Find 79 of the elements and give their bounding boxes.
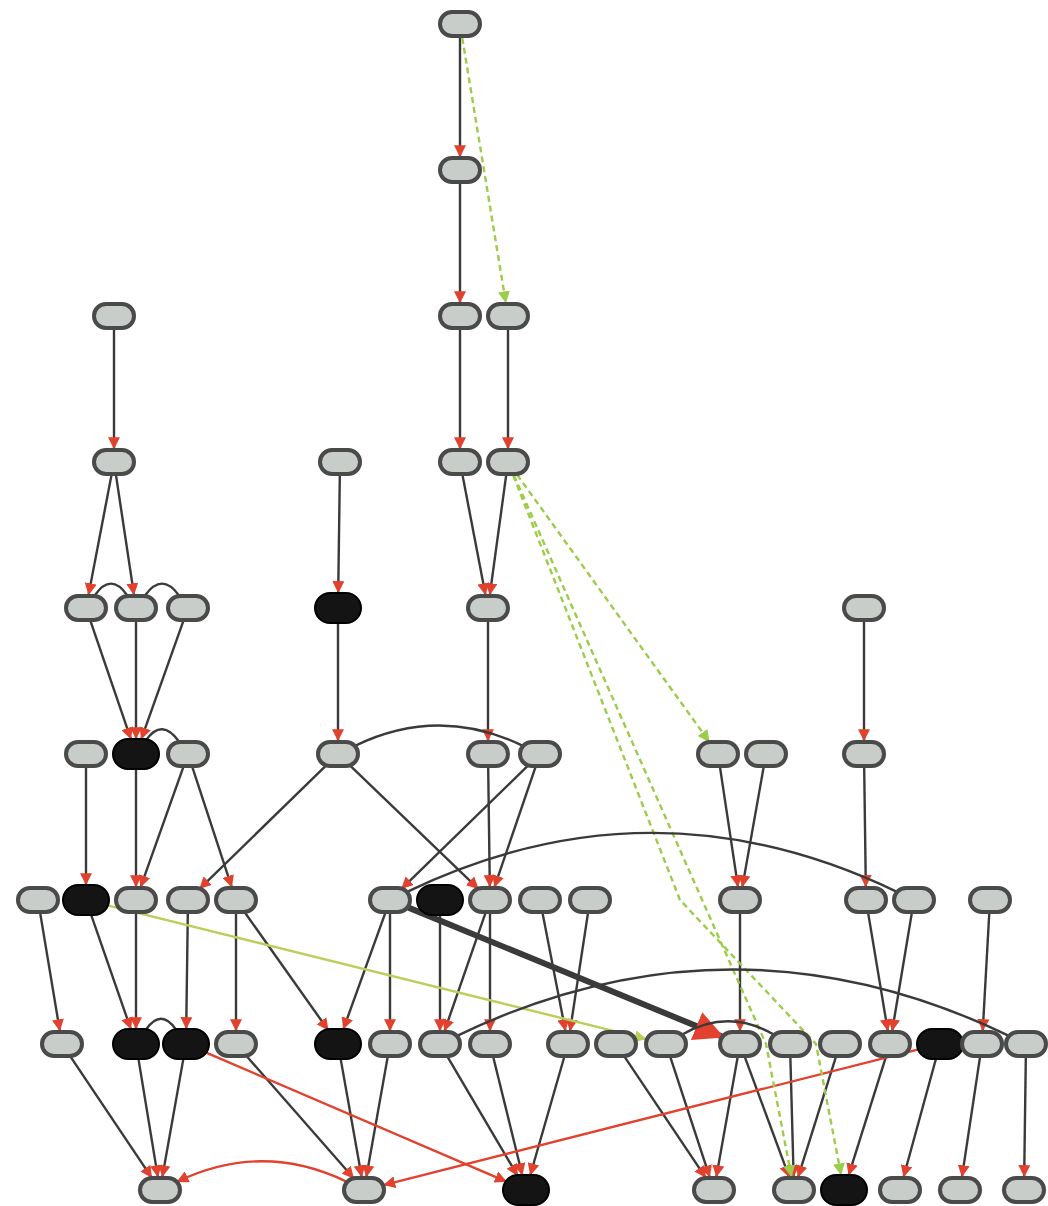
- arrow: [483, 768, 496, 888]
- arrow: [139, 621, 185, 740]
- arrow: [623, 1056, 707, 1179]
- arrow: [332, 624, 344, 742]
- arrow: [332, 476, 345, 594]
- arrow: [541, 913, 570, 1032]
- arrow: [130, 622, 142, 740]
- arrow: [485, 475, 508, 596]
- arrow: [527, 1057, 566, 1176]
- arrow: [205, 1051, 507, 1183]
- arrow: [191, 767, 234, 888]
- arrow: [383, 1048, 918, 1188]
- arrow: [795, 1057, 837, 1178]
- arrow: [492, 767, 537, 888]
- arrow: [341, 913, 387, 1030]
- arrow: [180, 913, 193, 1030]
- arrow: [669, 1057, 712, 1178]
- arrow: [846, 1057, 887, 1176]
- arrow: [114, 475, 139, 596]
- arrow: [130, 770, 142, 888]
- arrow: [158, 1059, 185, 1178]
- arrow: [888, 913, 913, 1032]
- arrow: [900, 1059, 937, 1178]
- arrow: [454, 330, 466, 450]
- arrow: [461, 475, 490, 596]
- arrow: [108, 330, 120, 450]
- arrow: [482, 622, 494, 742]
- connector-arc: [93, 582, 129, 596]
- arrow: [89, 621, 133, 740]
- arrow: [867, 913, 892, 1032]
- arrow: [230, 914, 242, 1032]
- arrow: [738, 767, 765, 888]
- arrow: [484, 914, 496, 1032]
- arrow: [176, 1160, 347, 1183]
- arrow: [492, 1057, 526, 1176]
- arrow: [39, 913, 64, 1032]
- arrow: [461, 37, 510, 304]
- arrow: [69, 1056, 153, 1179]
- arrow: [130, 914, 142, 1030]
- arrow: [199, 764, 327, 890]
- arrow: [734, 914, 746, 1032]
- arrow: [349, 764, 479, 890]
- connector-arc: [457, 968, 1009, 1037]
- arrow: [454, 184, 466, 304]
- arrow: [244, 912, 329, 1031]
- arrow: [712, 1057, 739, 1178]
- arrow: [743, 1057, 791, 1178]
- arrow: [446, 1056, 519, 1177]
- arrow: [245, 1055, 355, 1179]
- arrow: [362, 1057, 389, 1178]
- arrow: [957, 1057, 982, 1178]
- arrow: [787, 1057, 800, 1178]
- connector-arc: [407, 831, 897, 893]
- connector-arc: [681, 1020, 775, 1036]
- arrow: [1018, 1058, 1031, 1178]
- arrow: [858, 622, 870, 742]
- arrow: [384, 914, 396, 1032]
- arrow: [454, 38, 466, 158]
- arrow: [516, 474, 710, 743]
- connector-arc: [145, 728, 180, 742]
- arrow: [90, 915, 133, 1030]
- connector-arc: [144, 582, 180, 597]
- arrow: [565, 913, 590, 1032]
- arrow: [108, 904, 647, 1043]
- arrow: [442, 913, 487, 1032]
- connector-arc: [145, 1017, 177, 1031]
- arrow: [84, 475, 113, 596]
- arrow: [977, 913, 991, 1032]
- arrow: [137, 1059, 162, 1178]
- arrow: [339, 1059, 366, 1178]
- arrow: [138, 767, 185, 888]
- arrow: [502, 330, 514, 450]
- arrow: [80, 768, 92, 886]
- arrow: [401, 764, 529, 890]
- arrow: [434, 916, 446, 1032]
- arrow: [718, 767, 743, 888]
- arrow: [859, 768, 872, 888]
- connector-arc: [355, 724, 523, 747]
- arrow: [407, 904, 725, 1040]
